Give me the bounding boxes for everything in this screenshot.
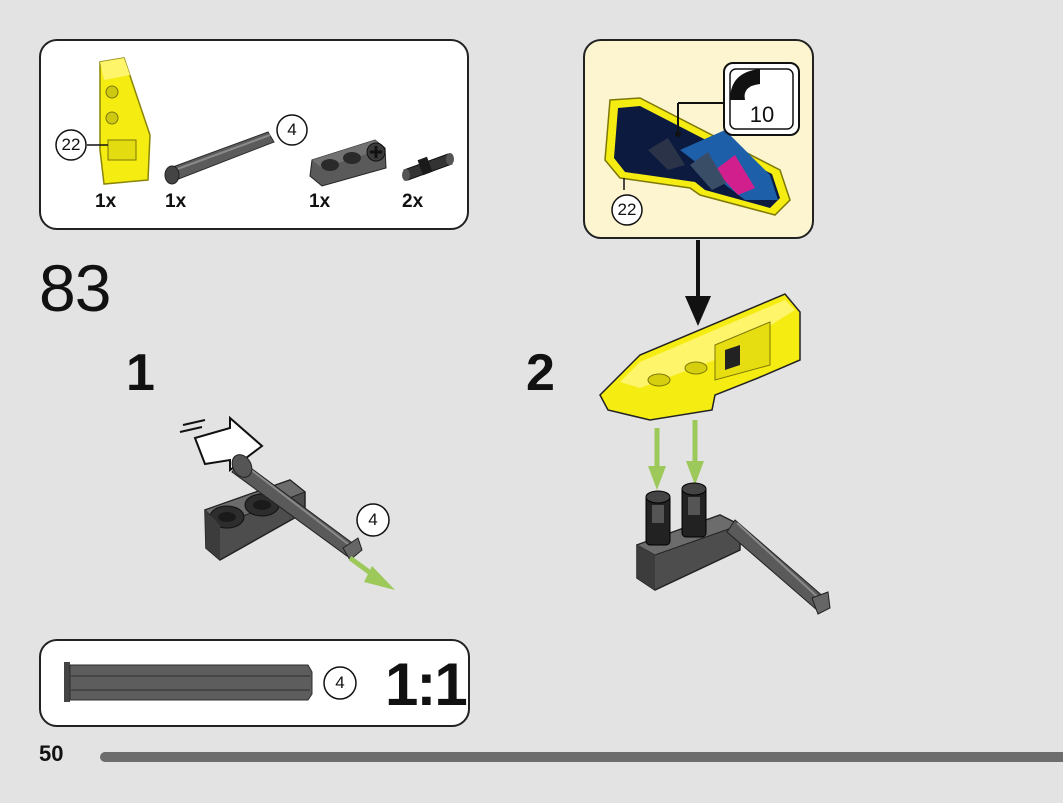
sticker-callout-illustration: [604, 97, 791, 216]
qty-axle: 1x: [165, 191, 187, 212]
qty-yellow-panel: 1x: [95, 191, 117, 212]
down-arrow-icon: [685, 240, 711, 326]
sub-step-1-number: 1: [126, 344, 155, 402]
axle-part-icon: [164, 131, 275, 185]
yellow-panel-part-icon: [99, 57, 151, 185]
sticker-sheet-icon: [723, 62, 800, 136]
length-badge-22-label: 22: [61, 135, 81, 154]
qty-pin: 2x: [402, 191, 424, 212]
step-number: 83: [39, 251, 111, 325]
length-badge-22-callout: [611, 194, 643, 226]
green-arrow-icon: [648, 420, 704, 490]
connector-part-icon: [309, 139, 387, 187]
length-badge-4-scale-label: 4: [335, 673, 345, 692]
length-badge-4-scale: [323, 666, 357, 700]
progress-bar: [100, 752, 1063, 762]
length-badge-4-label: 4: [287, 120, 297, 139]
scale-ratio: 1:1: [385, 651, 468, 718]
length-badge-22-callout-label: 22: [617, 200, 637, 219]
page-number: 50: [39, 741, 64, 766]
pin-assembly-2: [645, 482, 707, 546]
length-badge-4-step1: [356, 503, 390, 537]
green-arrow-icon: [348, 555, 395, 590]
axle-assembly-2: [726, 519, 831, 615]
length-badge-4: [276, 114, 308, 146]
scale-axle-icon: [64, 662, 313, 702]
yellow-panel-assembly: [599, 293, 801, 421]
qty-connector: 1x: [309, 191, 331, 212]
length-badge-4-step1-label: 4: [368, 510, 378, 529]
sub-step-2-number: 2: [526, 344, 555, 402]
sticker-number: 10: [749, 102, 775, 127]
axle-assembly-1: [231, 454, 363, 561]
pin-part-icon: [402, 153, 454, 181]
connector-assembly-1: [204, 479, 306, 561]
length-badge-22: [55, 129, 87, 161]
sticker-leader-dot: [675, 131, 681, 137]
